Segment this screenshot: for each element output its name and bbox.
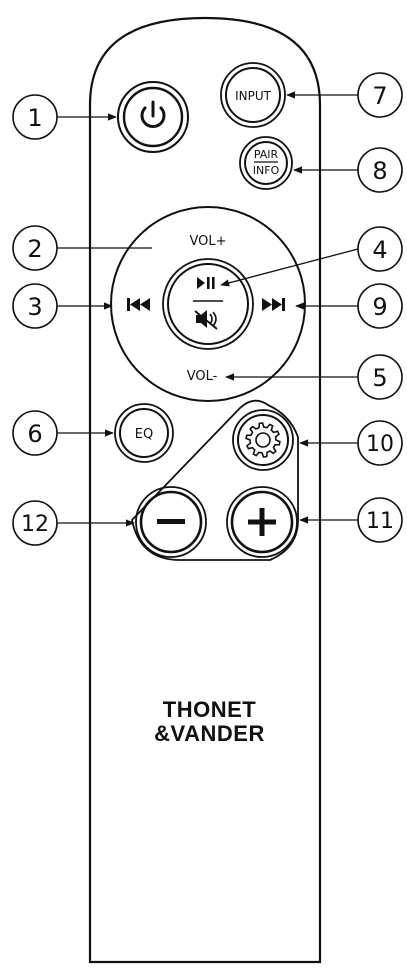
info-label: INFO bbox=[253, 164, 280, 177]
callout-5-number: 5 bbox=[372, 364, 387, 392]
callout-6-number: 6 bbox=[27, 420, 42, 448]
pair-info-button[interactable]: PAIR INFO bbox=[239, 136, 293, 190]
callout-12: 12 bbox=[12, 500, 58, 546]
brand-logo-line1: THONET bbox=[162, 697, 257, 722]
callout-2: 2 bbox=[12, 225, 58, 271]
callout-5: 5 bbox=[357, 354, 403, 400]
play-pause-mute-button[interactable] bbox=[162, 258, 254, 350]
callout-6: 6 bbox=[12, 410, 58, 456]
callout-12-number: 12 bbox=[21, 512, 49, 537]
callout-4-number: 4 bbox=[372, 236, 387, 264]
callout-7-number: 7 bbox=[372, 82, 387, 110]
callout-9: 9 bbox=[357, 283, 403, 329]
next-track-icon[interactable] bbox=[262, 298, 285, 311]
input-button-label: INPUT bbox=[235, 89, 272, 103]
eq-label: EQ bbox=[135, 427, 153, 442]
pair-label: PAIR bbox=[254, 148, 279, 161]
settings-gear-icon bbox=[245, 422, 281, 458]
callout-9-number: 9 bbox=[372, 293, 387, 321]
remote-body bbox=[88, 16, 322, 964]
gear-hub bbox=[255, 432, 271, 448]
vol-up-label[interactable]: VOL+ bbox=[189, 234, 226, 249]
settings-button[interactable] bbox=[232, 409, 294, 471]
callout-11-number: 11 bbox=[366, 509, 394, 534]
callout-3: 3 bbox=[12, 283, 58, 329]
callout-8: 8 bbox=[357, 147, 403, 193]
callout-1: 1 bbox=[12, 94, 58, 140]
callout-3-number: 3 bbox=[27, 293, 42, 321]
previous-track-icon[interactable] bbox=[127, 298, 150, 311]
leader-4 bbox=[220, 248, 359, 287]
callout-1-number: 1 bbox=[27, 104, 42, 132]
callout-leaders bbox=[57, 91, 359, 527]
power-button[interactable] bbox=[117, 81, 189, 153]
plus-icon bbox=[248, 508, 276, 536]
plus-button[interactable] bbox=[226, 486, 298, 558]
mute-icon bbox=[194, 310, 218, 330]
eq-button[interactable]: EQ bbox=[114, 403, 174, 463]
callout-8-number: 8 bbox=[372, 157, 387, 185]
adjust-cluster-outline bbox=[131, 399, 299, 561]
input-button[interactable]: INPUT bbox=[220, 62, 286, 128]
callout-10-number: 10 bbox=[366, 432, 394, 457]
callout-10: 10 bbox=[357, 420, 403, 466]
callout-7: 7 bbox=[357, 72, 403, 118]
minus-button[interactable] bbox=[135, 486, 207, 558]
power-icon bbox=[140, 100, 166, 128]
callout-11: 11 bbox=[357, 497, 403, 543]
minus-icon bbox=[157, 519, 185, 524]
callout-4: 4 bbox=[357, 226, 403, 272]
play-pause-icon bbox=[197, 277, 215, 289]
callout-2-number: 2 bbox=[27, 235, 42, 263]
vol-down-label[interactable]: VOL- bbox=[187, 369, 218, 384]
brand-logo-line2: &VANDER bbox=[154, 721, 265, 746]
